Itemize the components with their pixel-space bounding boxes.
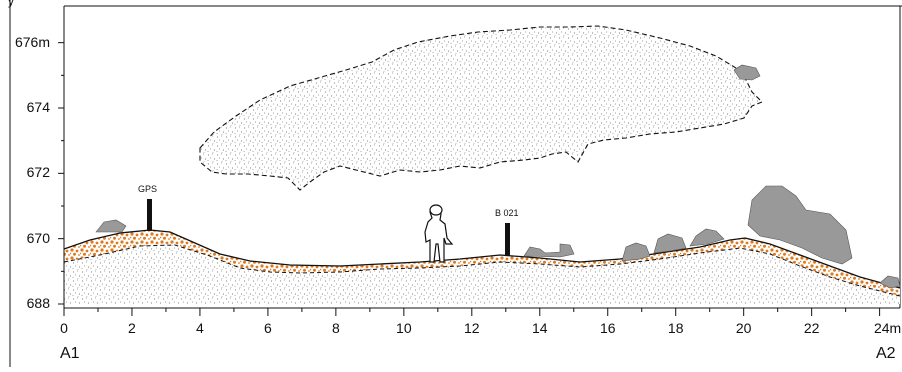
ground-surface-line <box>63 229 901 289</box>
x-tick-label: 24m <box>873 320 902 336</box>
x-tick-label: 8 <box>331 320 340 336</box>
x-tick-label: 18 <box>667 320 684 336</box>
profile-start-label: A1 <box>60 345 80 362</box>
x-tick-label: 16 <box>599 320 616 336</box>
gps-marker-post <box>147 199 152 231</box>
rock-overhang-boulder <box>733 64 761 81</box>
profile-end-label: A2 <box>876 345 896 362</box>
x-tick-label: 0 <box>60 320 68 336</box>
b021-marker-post <box>505 223 510 256</box>
x-tick-label: 6 <box>263 320 272 336</box>
boulder <box>95 219 127 233</box>
boulder <box>653 233 687 254</box>
top-left-fragment: y <box>8 0 14 8</box>
bedrock-layer <box>64 245 900 304</box>
x-axis-ticks <box>63 308 881 316</box>
boulder <box>523 243 575 258</box>
human-scale-figure <box>424 204 454 263</box>
y-tick-label: 672 <box>26 164 50 181</box>
boulder <box>747 185 853 265</box>
x-tick-label: 20 <box>735 320 752 336</box>
boulder <box>689 228 725 247</box>
gps-marker-label: GPS <box>138 184 158 194</box>
y-tick-label: 670 <box>26 229 50 246</box>
boulder <box>879 275 901 289</box>
gravel-layer <box>64 230 900 296</box>
y-tick-label: 688 <box>26 295 50 311</box>
lower-contact-line <box>63 244 901 297</box>
x-tick-label: 10 <box>396 320 412 336</box>
b021-marker-label: B 021 <box>495 208 519 218</box>
x-tick-label: 4 <box>196 320 204 336</box>
rock-overhang <box>199 25 763 191</box>
x-tick-label: 2 <box>128 320 136 336</box>
y-tick-label: 676m <box>14 33 50 50</box>
x-tick-label: 22 <box>803 320 820 336</box>
x-tick-label: 12 <box>464 320 480 336</box>
y-tick-label: 674 <box>26 99 50 115</box>
y-axis-ticks <box>58 42 64 305</box>
boulder <box>621 242 651 262</box>
x-tick-label: 14 <box>531 320 548 336</box>
